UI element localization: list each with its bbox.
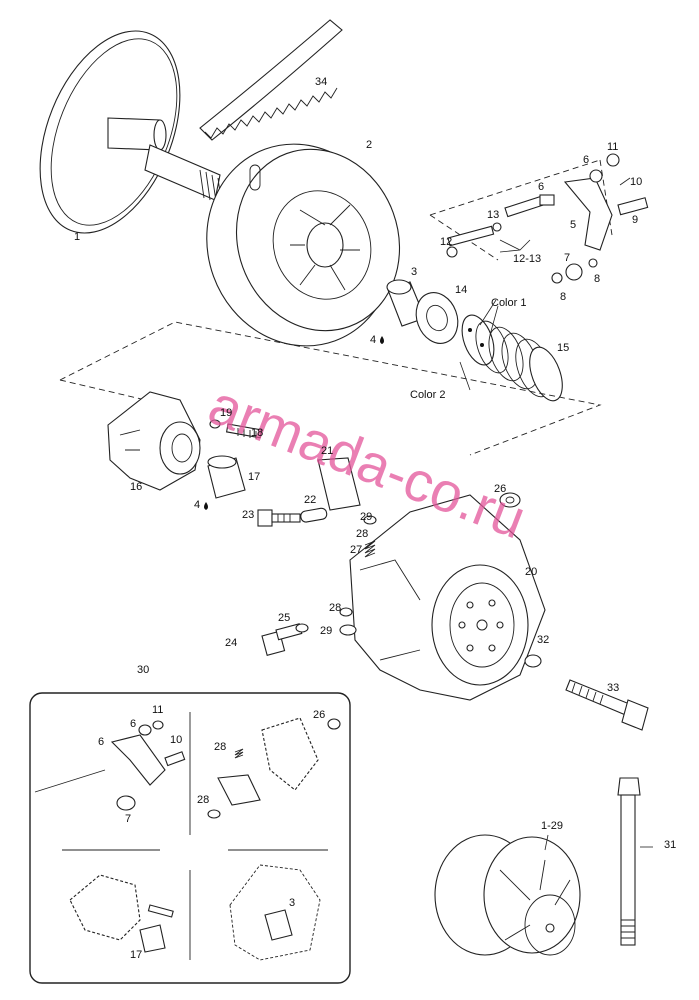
inset-callout-7: 7	[125, 813, 131, 825]
callout-14: 14	[455, 284, 467, 296]
callout-30: 30	[137, 664, 149, 676]
spider-small-parts	[339, 492, 521, 636]
callout-11: 11	[607, 141, 618, 153]
assembled-clutch-part	[434, 834, 581, 956]
inset-callout-28a: 28	[214, 741, 226, 753]
slider-parts	[257, 457, 361, 527]
bolt-parts	[524, 654, 649, 731]
callout-24: 24	[225, 637, 237, 649]
detail-inset-box	[29, 692, 351, 984]
callout-28b: 28	[329, 602, 341, 614]
leader-lines	[459, 239, 653, 851]
inset-callout-10: 10	[170, 734, 182, 746]
callout-17: 17	[248, 471, 260, 483]
inset-callout-17: 17	[130, 949, 142, 961]
callout-29a: 29	[360, 511, 372, 523]
label-color-1: Color 1	[491, 297, 526, 309]
callout-15: 15	[557, 342, 569, 354]
callout-12: 12	[440, 236, 452, 248]
callout-23: 23	[242, 509, 254, 521]
callout-25: 25	[278, 612, 290, 624]
callout-12-13: 12-13	[513, 253, 541, 265]
callout-6a: 6	[583, 154, 589, 166]
callout-28a: 28	[356, 528, 368, 540]
callout-8a: 8	[560, 291, 566, 303]
lower-screw-parts	[261, 623, 309, 656]
callout-9: 9	[632, 214, 638, 226]
inset-callout-26: 26	[313, 709, 325, 721]
callout-21: 21	[321, 445, 333, 457]
callout-32: 32	[537, 634, 549, 646]
callout-27: 27	[350, 544, 362, 556]
cam-screw-parts	[209, 419, 263, 439]
callout-19: 19	[220, 407, 232, 419]
cam-part	[107, 391, 201, 491]
callout-16: 16	[130, 481, 142, 493]
callout-34: 34	[315, 76, 327, 88]
callout-33: 33	[607, 682, 619, 694]
callout-6b: 6	[538, 181, 544, 193]
callout-8b: 8	[594, 273, 600, 285]
movable-sheave-part	[206, 143, 401, 347]
callout-20: 20	[525, 566, 537, 578]
callout-18: 18	[251, 427, 263, 439]
cam-bushing-part	[207, 455, 246, 499]
grease-drop-icon	[204, 336, 384, 510]
inset-callout-6a: 6	[130, 718, 136, 730]
callout-29b: 29	[320, 625, 332, 637]
callout-labels: 1 2 3 4 5 6 6 7 8 8 9 10 11 12 12-13 13 …	[74, 76, 676, 961]
inset-callout-11: 11	[152, 704, 163, 716]
callout-31: 31	[664, 839, 676, 851]
drive-belt-part	[199, 19, 343, 141]
inset-callout-3: 3	[289, 897, 295, 909]
callout-4b: 4	[194, 499, 200, 511]
spider-part	[349, 494, 546, 701]
washer-part	[415, 292, 459, 344]
callout-4a: 4	[370, 334, 376, 346]
callout-7: 7	[564, 252, 570, 264]
callout-5: 5	[570, 219, 576, 231]
spring-part	[461, 314, 563, 402]
inset-callout-6b: 6	[98, 736, 104, 748]
callout-10: 10	[630, 176, 642, 188]
fixed-sheave-part	[39, 30, 222, 234]
callout-22: 22	[304, 494, 316, 506]
roller-lever-assembly	[446, 153, 649, 284]
callout-1-29: 1-29	[541, 820, 563, 832]
callout-26: 26	[494, 483, 506, 495]
callout-13: 13	[487, 209, 499, 221]
inset-callout-28b: 28	[197, 794, 209, 806]
callout-1: 1	[74, 231, 80, 243]
label-color-2: Color 2	[410, 389, 445, 401]
long-bolt-part	[617, 777, 641, 946]
callout-2: 2	[366, 139, 372, 151]
callout-3: 3	[411, 266, 417, 278]
